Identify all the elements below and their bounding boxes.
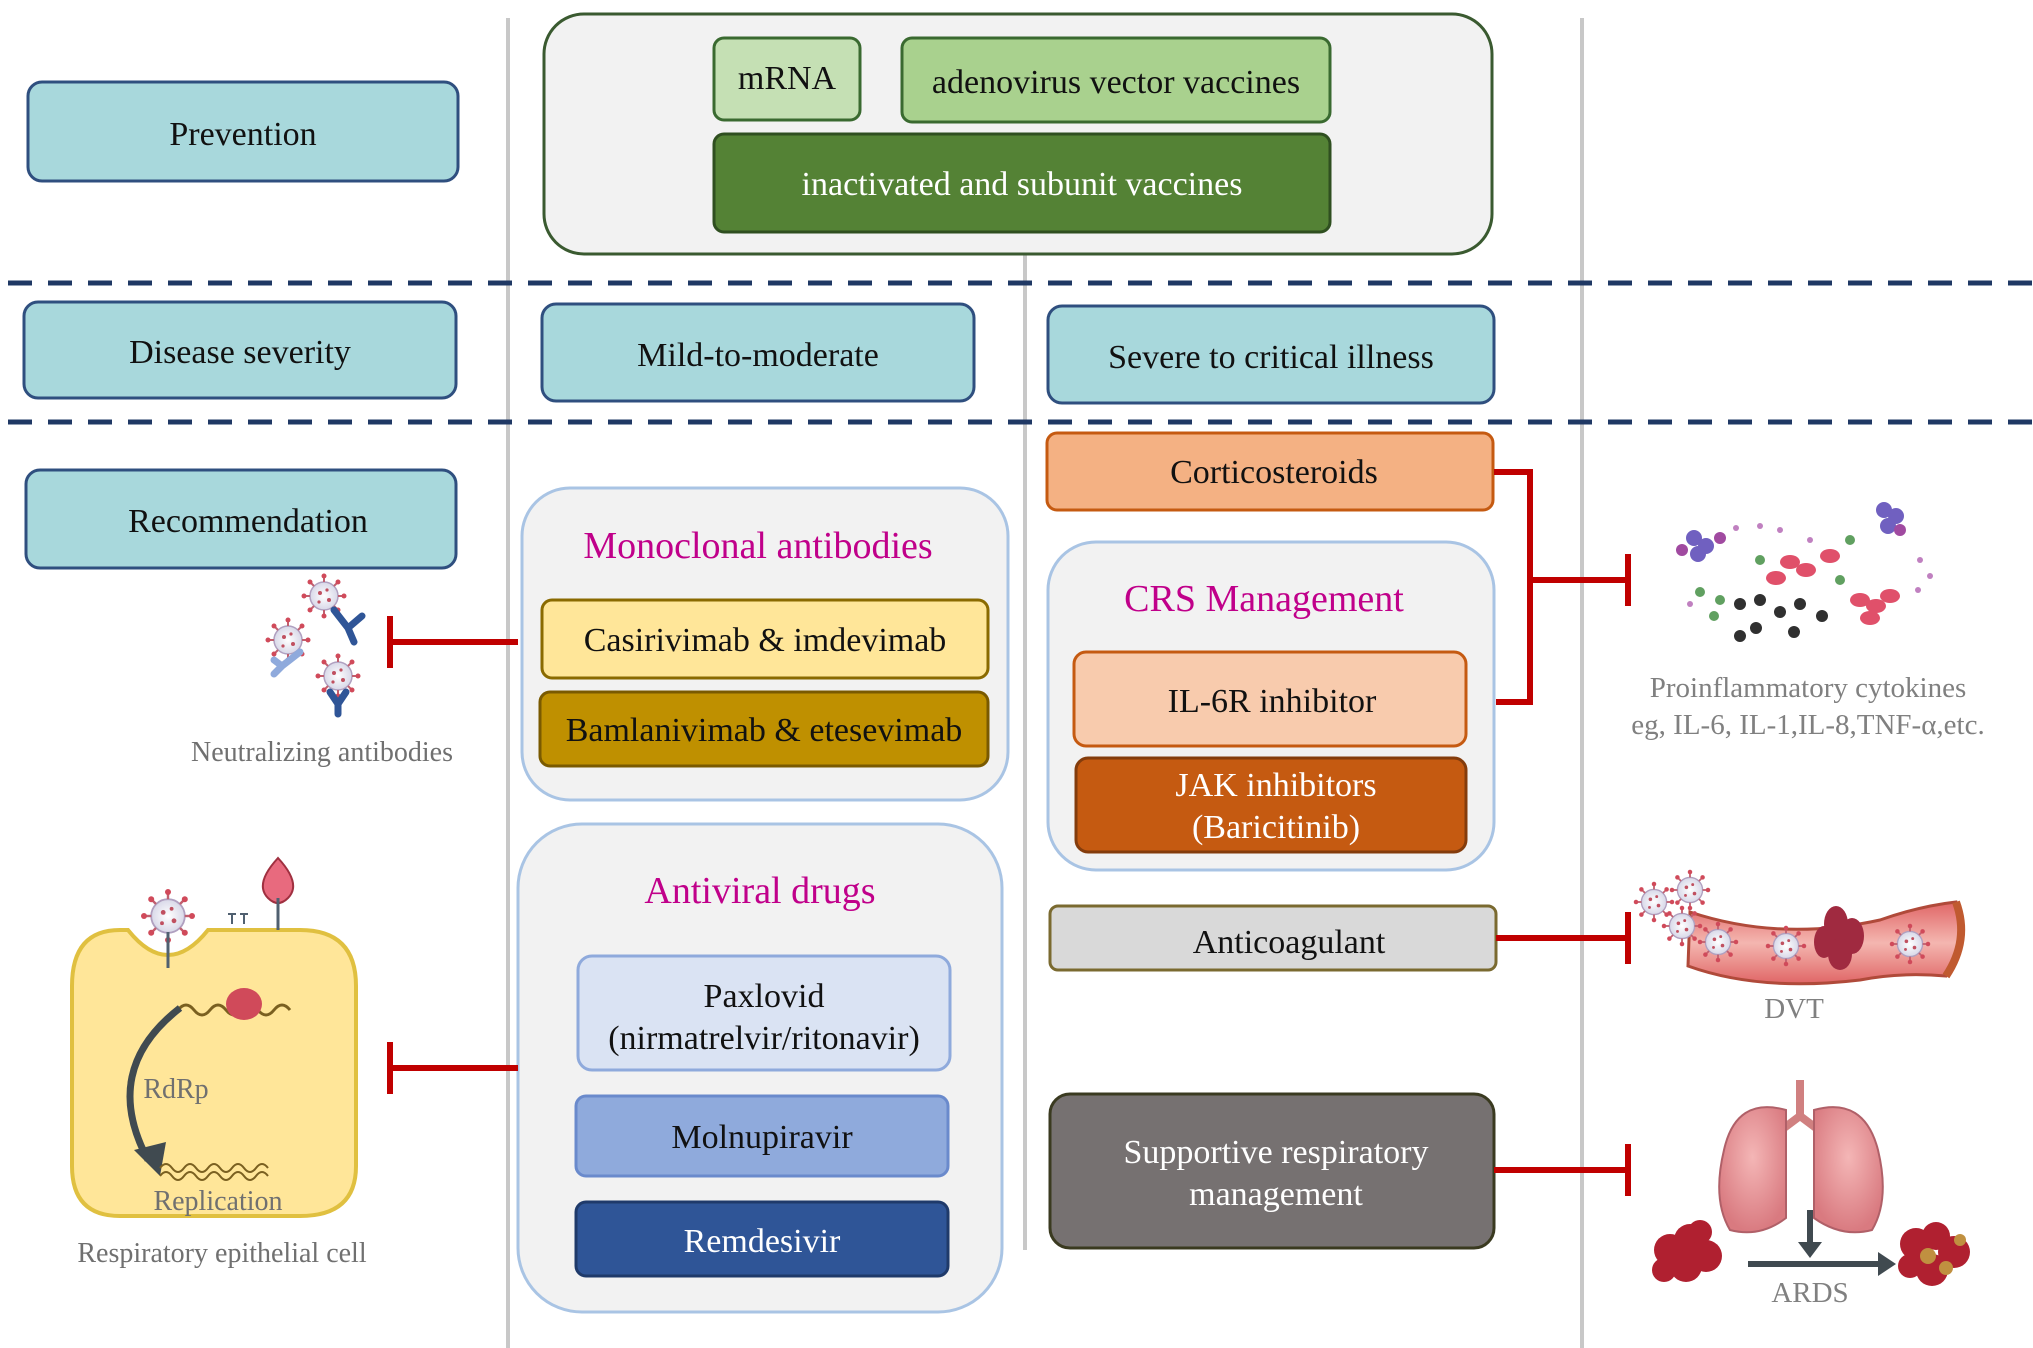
anticoagulant-box: Anticoagulant [1048,904,1498,972]
epithelial-cell-illustration: RdRp Replication Respiratory epithelial … [70,856,367,1269]
remdesivir-label: Remdesivir [684,1223,841,1260]
healthy-alveoli-icon [1652,1220,1722,1282]
row-dividers [8,280,2033,425]
cytokines-illustration: Proinflammatory cytokines eg, IL-6, IL-1… [1631,502,1985,741]
monoclonal-antibodies-panel: Monoclonal antibodies Casirivimab & imde… [520,486,1010,802]
supportive-respiratory-box: Supportive respiratory management [1048,1092,1496,1250]
paxlovid-label: Paxlovid [704,978,825,1015]
il6r-inhibitor-box: IL-6R inhibitor [1072,650,1468,748]
supportive-respiratory-label: Supportive respiratory [1124,1134,1429,1171]
cytokine-particles-icon [1676,502,1933,642]
crs-management-title: CRS Management [1124,578,1404,620]
paxlovid-box: Paxlovid (nirmatrelvir/ritonavir) [576,954,952,1072]
severe-critical-label: Severe to critical illness [1108,339,1434,376]
crs-management-panel: CRS Management IL-6R inhibitor JAK inhib… [1046,540,1496,872]
inactivated-label: inactivated and subunit vaccines [802,166,1243,203]
molnupiravir-label: Molnupiravir [671,1119,853,1156]
disease-severity-label: Disease severity [129,334,351,371]
corticosteroids-label: Corticosteroids [1170,454,1378,491]
ards-illustration: ARDS [1652,1080,1970,1309]
cytokines-examples-caption: eg, IL-6, IL-1,IL-8,TNF-α,etc. [1631,709,1984,741]
baricitinib-label: (Baricitinib) [1192,809,1360,846]
epithelial-cell-caption: Respiratory epithelial cell [77,1238,366,1269]
jak-inhibitors-box: JAK inhibitors (Baricitinib) [1074,756,1468,854]
bamlanivimab-etesevimab-label: Bamlanivimab & etesevimab [566,712,963,749]
inhibit-cytokines [1494,469,1631,705]
paxlovid-components-label: (nirmatrelvir/ritonavir) [608,1020,920,1057]
anticoagulant-label: Anticoagulant [1193,924,1386,961]
mild-to-moderate-label: Mild-to-moderate [637,337,879,374]
recommendation-label: Recommendation [128,503,368,540]
molnupiravir-box: Molnupiravir [574,1094,950,1178]
severe-critical-box: Severe to critical illness [1046,304,1496,405]
lungs-icon [1718,1080,1884,1234]
corticosteroids-box: Corticosteroids [1045,431,1495,512]
inhibition-connectors [387,469,1631,1196]
mrna-vaccine-box: mRNA [712,36,862,122]
monoclonal-antibodies-title: Monoclonal antibodies [583,525,932,567]
casirivimab-imdevimab-label: Casirivimab & imdevimab [584,622,947,659]
cytokines-caption: Proinflammatory cytokines [1650,672,1967,704]
neutralizing-antibodies-illustration: Neutralizing antibodies [191,572,453,768]
dvt-caption: DVT [1764,993,1824,1025]
supportive-management-label: management [1189,1176,1363,1213]
dvt-illustration: DVT [1632,868,1966,1025]
rna-copies-icon [159,1163,269,1181]
jak-inhibitors-label: JAK inhibitors [1175,767,1376,804]
ards-caption: ARDS [1771,1277,1848,1309]
damaged-alveoli-icon [1898,1222,1970,1286]
remdesivir-box: Remdesivir [574,1200,950,1278]
vaccine-panel: mRNA adenovirus vector vaccines inactiva… [542,12,1494,256]
row-label-disease-severity: Disease severity [22,300,458,400]
adenovirus-label: adenovirus vector vaccines [932,64,1300,101]
rdrp-label: RdRp [143,1074,208,1105]
mrna-label: mRNA [738,60,837,97]
bamlanivimab-etesevimab-box: Bamlanivimab & etesevimab [538,690,990,768]
row-label-recommendation: Recommendation [24,468,458,570]
antiviral-drugs-title: Antiviral drugs [644,870,875,912]
inhibit-epithelial-cell [387,1042,518,1094]
replication-arrow [126,1005,183,1162]
casirivimab-imdevimab-box: Casirivimab & imdevimab [540,598,990,680]
adenovirus-vaccine-box: adenovirus vector vaccines [900,36,1332,124]
antiviral-drugs-panel: Antiviral drugs Paxlovid (nirmatrelvir/r… [516,822,1004,1314]
inactivated-vaccine-box: inactivated and subunit vaccines [712,132,1332,234]
mild-to-moderate-box: Mild-to-moderate [540,302,976,403]
neutralizing-antibodies-caption: Neutralizing antibodies [191,737,453,768]
cell-body [70,928,358,1218]
ace2-receptor-icon [228,856,295,930]
replication-label: Replication [153,1186,282,1217]
prevention-label: Prevention [169,116,316,153]
inhibit-ards [1494,1144,1631,1196]
row-label-prevention: Prevention [26,80,460,183]
inhibit-neutralizing [387,616,518,668]
inhibit-dvt [1496,912,1631,964]
il6r-inhibitor-label: IL-6R inhibitor [1168,683,1377,720]
antibody-icon [264,572,366,718]
ribosome-icon [226,988,262,1020]
thrombus-icon [1814,906,1864,970]
